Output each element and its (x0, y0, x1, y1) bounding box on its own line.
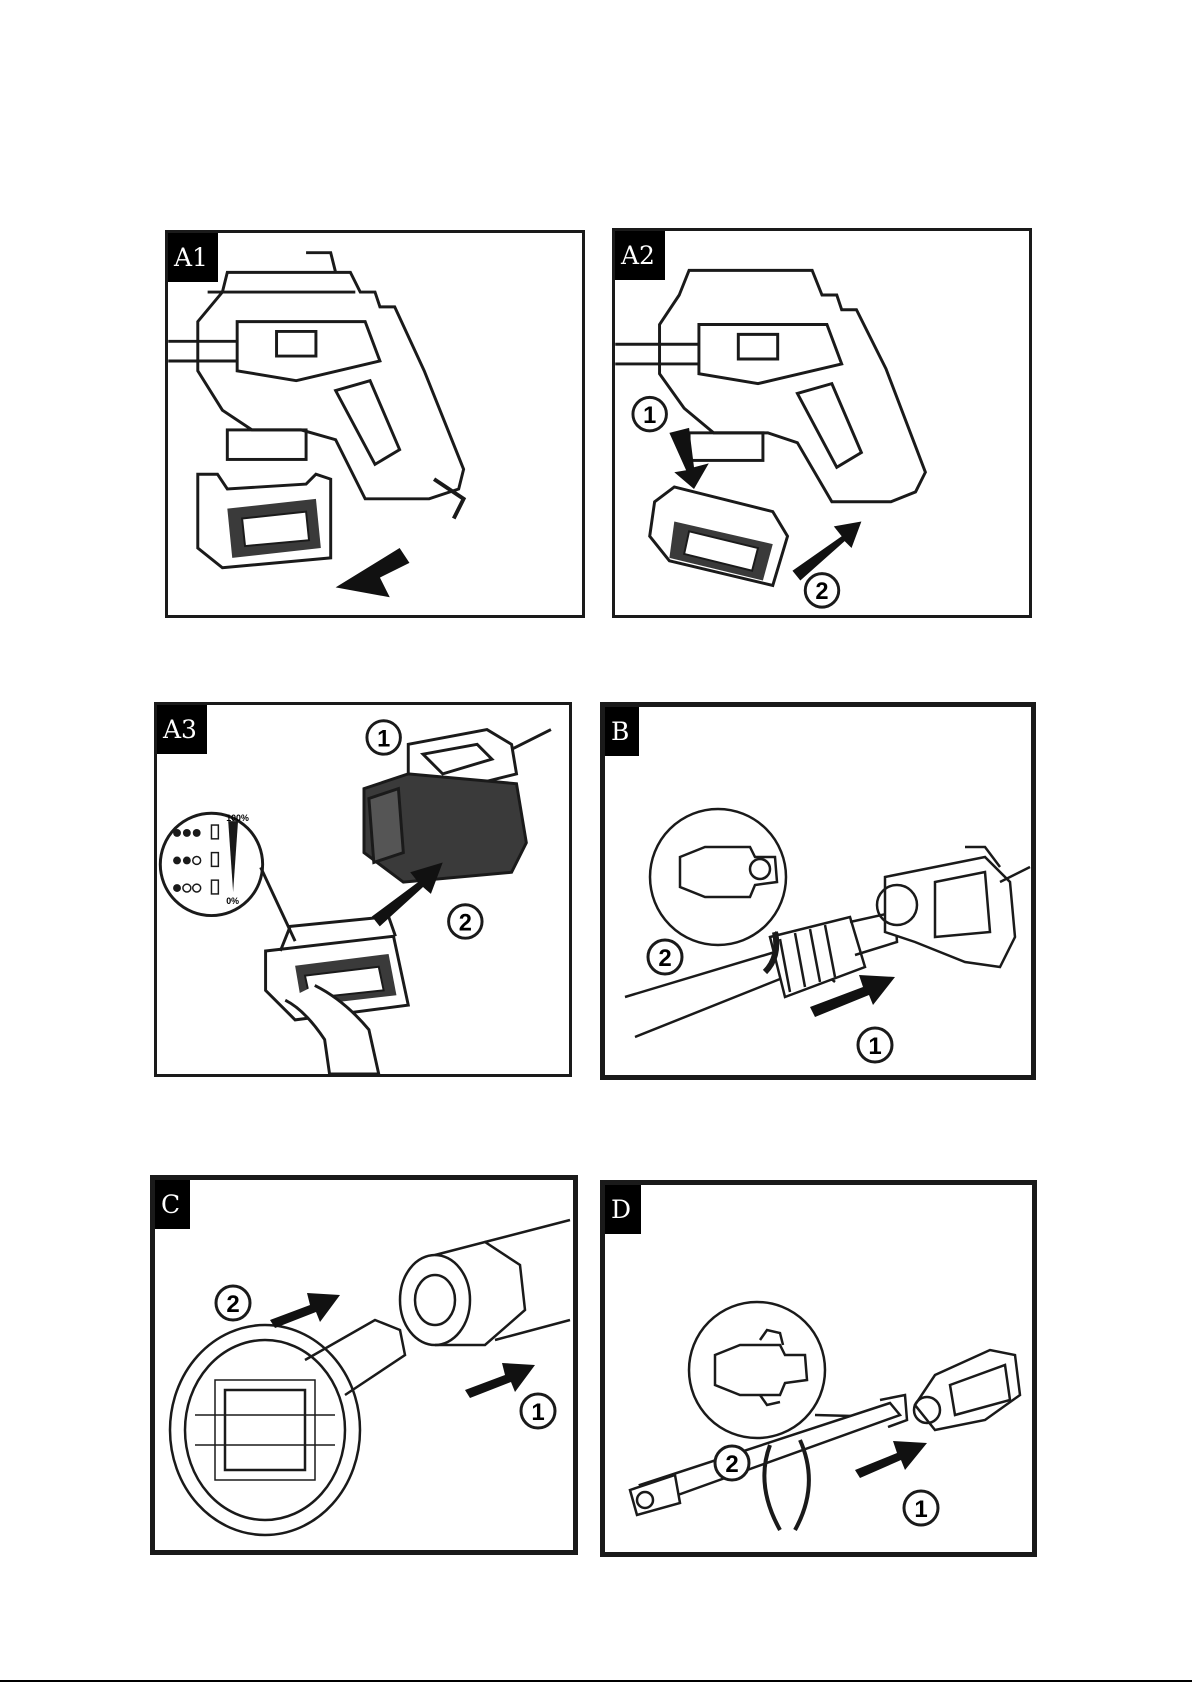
step-number: 1 (868, 1033, 881, 1060)
step-badge-1: 1 (633, 397, 666, 430)
page-footer-rule (0, 1680, 1192, 1682)
step-badge-1: 1 (904, 1491, 938, 1525)
step-badge-2: 2 (216, 1286, 250, 1320)
step-number: 2 (725, 1451, 738, 1478)
step-number: 1 (914, 1496, 927, 1523)
charge-scale-top: 100% (226, 813, 249, 823)
panel-c: C 2 1 (150, 1175, 578, 1555)
step-badge-1: 1 (367, 721, 400, 754)
step-badge-2: 2 (715, 1446, 749, 1480)
panel-a1: A1 (165, 230, 585, 618)
panel-b: B 2 1 (600, 702, 1036, 1080)
charge-scale-bottom: 0% (226, 896, 239, 906)
panel-a2: A2 1 2 (612, 228, 1032, 618)
step-number: 2 (459, 910, 472, 936)
step-badge-2: 2 (805, 574, 838, 607)
illustration-remove-battery (168, 233, 582, 615)
step-number: 1 (377, 726, 390, 752)
step-badge-1: 1 (858, 1028, 892, 1062)
panel-d: D 2 1 (600, 1180, 1037, 1557)
step-badge-2: 2 (648, 940, 682, 974)
step-number: 1 (643, 403, 656, 429)
step-number: 2 (815, 579, 828, 605)
panel-a3: A3 100% 0% (154, 702, 572, 1077)
step-number: 2 (658, 945, 671, 972)
step-badge-1: 1 (521, 1394, 555, 1428)
step-number: 2 (226, 1291, 239, 1318)
step-badge-2: 2 (449, 905, 482, 938)
step-number: 1 (531, 1399, 544, 1426)
